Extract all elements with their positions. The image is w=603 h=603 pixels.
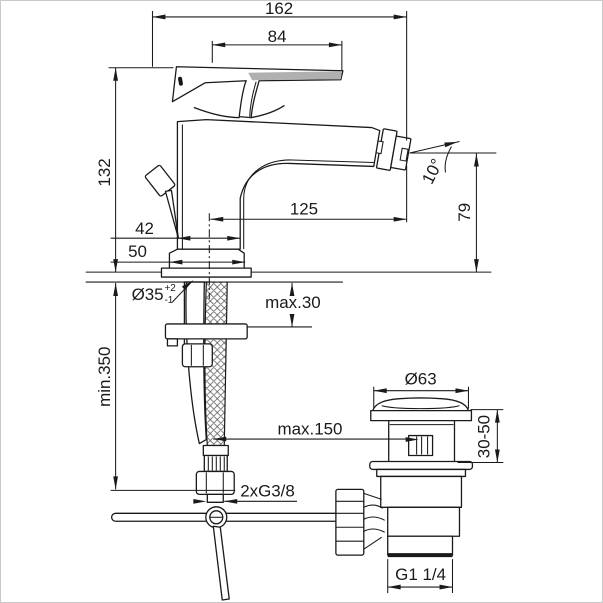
waste-lower-flange-top xyxy=(369,460,474,471)
rod-gland-knurled-nut xyxy=(335,488,365,556)
countertop-surface-line xyxy=(85,271,492,328)
extension-lines-path xyxy=(108,10,504,594)
faucet-body-outline xyxy=(176,118,381,250)
washer-notch xyxy=(166,338,179,347)
aerator-outlet-notch xyxy=(399,147,409,162)
label-supply-thread: 2xG3/8 xyxy=(240,481,295,500)
waste-outlet-pipe xyxy=(387,535,454,556)
label-spout-reach: 125 xyxy=(290,199,318,218)
waste-cap-inner-arc xyxy=(381,405,460,410)
temperature-indicator-dot xyxy=(178,76,183,86)
mounting-horseshoe-washer xyxy=(164,323,248,340)
popup-linkage xyxy=(110,506,341,601)
lever-neck-inner-line xyxy=(249,81,257,117)
label-hose-clearance-min: min.350 xyxy=(95,347,114,407)
popup-knob-group xyxy=(144,164,180,239)
aerator-assembly xyxy=(375,128,412,171)
label-deck-hole-diameter: Ø35 xyxy=(132,285,164,304)
aerator-ring1-tab xyxy=(375,140,384,155)
waste-cap-flange xyxy=(370,409,473,422)
drain-assembly xyxy=(335,397,474,558)
cartridge-dome-arcs xyxy=(193,105,285,119)
angle-10deg-arc xyxy=(444,146,452,173)
waste-mid-body xyxy=(387,506,461,537)
label-lever-length: 84 xyxy=(268,27,287,46)
countertop-lines xyxy=(85,271,492,328)
label-spout-angle: 10° xyxy=(418,156,447,187)
mounting-nut xyxy=(181,343,213,368)
dimension-labels: 162 84 132 42 50 125 10° 79 Ø35 +2 -1 ma… xyxy=(95,1,493,584)
label-drain-offset-max: max.150 xyxy=(277,420,342,439)
label-deck-hole-tol-plus: +2 xyxy=(164,283,176,294)
label-deck-thickness-max: max.30 xyxy=(265,293,321,312)
mounting-nut-facets xyxy=(190,344,204,366)
overflow-slot-box xyxy=(407,434,434,457)
body-inner-contours xyxy=(181,124,374,250)
label-waste-cap-diameter: Ø63 xyxy=(405,370,437,389)
gland-ridges xyxy=(363,492,385,550)
label-waste-height-range: 30-50 xyxy=(474,415,493,458)
supply-hose-tailpiece xyxy=(206,493,224,503)
label-waste-outlet-thread: G1 1/4 xyxy=(395,565,446,584)
below-deck-assembly xyxy=(164,281,248,503)
faucet-body xyxy=(160,105,381,278)
popup-rod-upper xyxy=(164,189,180,239)
waste-lower-flange-bottom xyxy=(376,468,467,478)
waste-upper-body xyxy=(380,475,463,508)
extension-lines xyxy=(108,10,504,594)
lever-top-shading xyxy=(248,71,342,81)
label-base-width: 50 xyxy=(128,242,147,261)
hose-end-collar xyxy=(202,444,229,457)
handle-lever-group xyxy=(171,66,344,119)
supply-hose-nut xyxy=(195,470,235,496)
label-total-length: 162 xyxy=(265,1,293,18)
base-block xyxy=(168,248,245,269)
diagonal-linkage-rod xyxy=(212,525,230,601)
label-spout-height: 79 xyxy=(455,203,474,222)
knurled-nut-grooves xyxy=(335,500,364,542)
label-height-to-deck: 132 xyxy=(95,158,114,186)
base-gasket-plate xyxy=(160,267,252,278)
hose-rib-lines xyxy=(207,456,225,471)
label-deck-hole-tol-minus: -1 xyxy=(164,295,173,306)
label-body-width: 42 xyxy=(135,219,154,238)
